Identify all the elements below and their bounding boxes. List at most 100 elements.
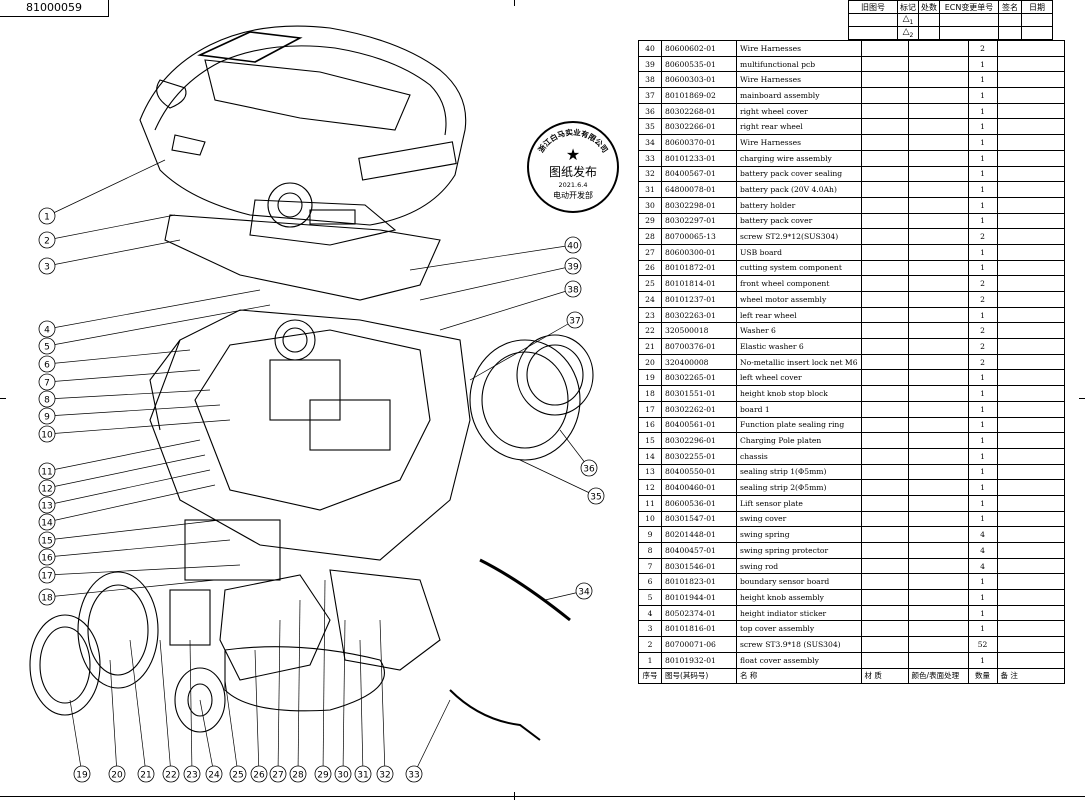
leader-line: [413, 699, 451, 775]
bom-cell-surf: [907, 291, 969, 308]
bom-cell-name: Lift sensor plate: [736, 494, 862, 512]
callout-balloon: [38, 566, 56, 584]
callout-balloon: [38, 496, 56, 514]
bom-cell-code: 80101237-01: [661, 291, 737, 308]
bom-cell-seq: 3: [638, 620, 662, 638]
bom-cell-code: 80302266-01: [661, 118, 737, 136]
bom-cell-qty: 1: [967, 196, 998, 214]
bom-cell-code: 80700065-13: [661, 228, 737, 245]
bom-cell-mat: [860, 494, 909, 512]
bom-cell-name: right rear wheel: [736, 118, 862, 136]
bom-cell-mat: [860, 416, 909, 434]
bom-cell-surf: [907, 432, 969, 449]
bom-cell-seq: 21: [638, 338, 662, 355]
callout-number: 9: [44, 413, 50, 423]
callout-balloon: [564, 257, 582, 275]
bom-cell-rem: [996, 181, 1065, 198]
callout-number: 14: [41, 519, 53, 529]
bom-cell-code: 80302262-01: [661, 400, 737, 418]
callout-balloon: [38, 320, 56, 338]
bom-cell-seq: 34: [638, 134, 662, 151]
bom-cell-name: Wire Harnesses: [736, 134, 862, 151]
charging-wire-drawing: [479, 558, 571, 622]
bom-cell-name: left rear wheel: [736, 306, 862, 324]
triangle-mark-icon: △1: [902, 14, 914, 26]
bom-cell-qty: 2: [967, 322, 998, 340]
leader-line: [46, 214, 176, 241]
callout-balloon: [334, 765, 352, 783]
bom-cell-name: left wheel cover: [736, 369, 862, 387]
bom-cell-qty: 1: [967, 212, 998, 230]
leader-line: [46, 439, 201, 472]
bom-cell-qty: 2: [967, 275, 998, 292]
callout-balloon: [162, 765, 180, 783]
bom-cell-surf: [907, 604, 969, 622]
callout-balloon: [405, 765, 423, 783]
bom-cell-rem: [996, 651, 1065, 669]
revision-cell: [1021, 13, 1053, 27]
callout-balloon: [38, 257, 56, 275]
bom-cell-qty: 1: [967, 416, 998, 434]
callout-balloon: [38, 513, 56, 531]
bom-cell-code: 80600602-01: [661, 40, 737, 57]
bom-cell-code: 80302265-01: [661, 369, 737, 387]
callout-number: 35: [590, 493, 601, 503]
leader-line: [419, 265, 574, 301]
leader-line: [46, 484, 216, 523]
bom-cell-mat: [860, 463, 909, 481]
leader-line: [46, 289, 261, 330]
callout-balloon: [38, 462, 56, 480]
bom-cell-seq: 22: [638, 322, 662, 340]
bom-cell-rem: [996, 416, 1065, 434]
mark-header: 标记: [897, 0, 919, 14]
leader-line: [254, 649, 260, 775]
bom-cell-mat: [860, 212, 909, 230]
ecn-header: ECN变更单号: [939, 0, 999, 14]
bom-cell-surf: [907, 620, 969, 638]
callout-balloon: [183, 765, 201, 783]
bom-cell-surf: [907, 636, 969, 653]
bom-cell-rem: [996, 510, 1065, 528]
left-wheel-drawing: [29, 571, 226, 733]
bom-cell-qty: 1: [967, 369, 998, 387]
bom-cell-rem: [996, 494, 1065, 512]
callout-balloon: [38, 425, 56, 443]
bom-cell-qty: 1: [967, 604, 998, 622]
bom-cell-qty: 1: [967, 118, 998, 136]
callout-balloon: [38, 390, 56, 408]
bom-cell-surf: [907, 447, 969, 465]
revision-cell: [998, 13, 1022, 27]
bom-cell-surf: [907, 573, 969, 591]
callout-number: 28: [292, 771, 304, 781]
callout-balloon: [250, 765, 268, 783]
revision-row: △2: [848, 26, 1053, 40]
bom-cell-qty: 1: [967, 306, 998, 324]
bom-cell-rem: [996, 55, 1065, 73]
bom-cell-rem: [996, 353, 1065, 371]
bom-cell-name: battery pack (20V 4.0Ah): [736, 181, 862, 198]
bom-cell-qty: 1: [967, 494, 998, 512]
leader-line: [439, 288, 574, 331]
callout-number: 30: [337, 771, 349, 781]
callout-balloon: [38, 531, 56, 549]
bom-cell-name: cutting system component: [736, 259, 862, 277]
callout-number: 22: [165, 771, 176, 781]
callout-number: 29: [317, 771, 329, 781]
bom-cell-qty: 1: [967, 149, 998, 167]
bom-cell-mat: [860, 55, 909, 73]
bom-cell-seq: 17: [638, 400, 662, 418]
bom-header-row: 序号 图号(其码号) 名 称 材 质 颜色/表面处理 数量 备 注: [638, 667, 1065, 685]
bom-cell-surf: [907, 87, 969, 104]
bom-cell-mat: [860, 291, 909, 308]
bom-cell-surf: [907, 306, 969, 324]
bom-cell-name: swing spring protector: [736, 542, 862, 559]
leader-line: [277, 619, 281, 775]
leader-line: [46, 239, 181, 267]
